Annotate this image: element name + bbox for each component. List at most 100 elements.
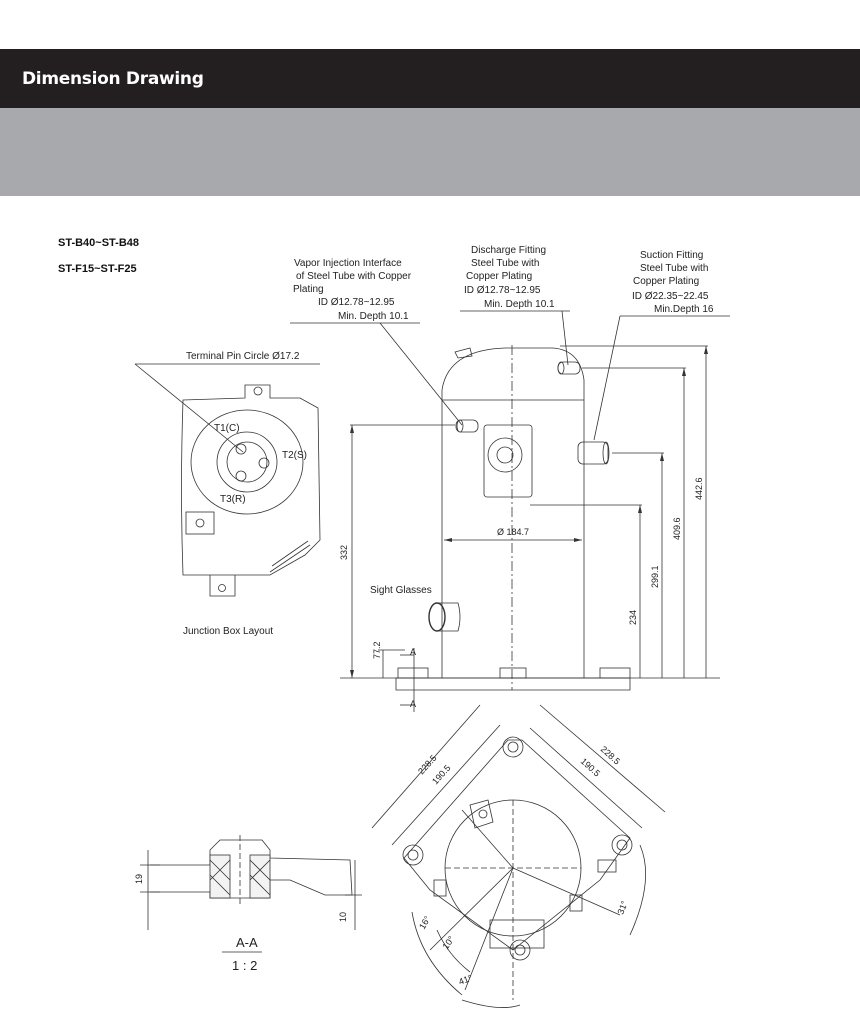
mount-hole-bottom-inner (514, 944, 526, 956)
mount-hole-right (611, 834, 633, 856)
sight-glass (428, 602, 446, 632)
angle-31: 31° (615, 899, 629, 916)
dim-190-left: 190.5 (430, 763, 453, 786)
top-view-ray-4 (512, 867, 621, 916)
discharge-callout-line-3: Copper Plating (466, 271, 532, 282)
mount-hole-top-inner (507, 741, 519, 753)
terminal-t2-label: T2(S) (282, 450, 307, 461)
compressor-top-view (402, 736, 633, 1000)
dim-190-right: 190.5 (579, 756, 602, 779)
section-scale: 1 : 2 (232, 958, 257, 973)
top-view-fitting-stub-right (569, 894, 583, 912)
front-terminal-box (483, 424, 533, 498)
section-grommet-right (249, 854, 271, 899)
section-a-a (140, 835, 362, 953)
front-view-dimension-lines (340, 345, 720, 679)
terminal-plate (216, 431, 278, 493)
suction-fitting-end (602, 441, 610, 465)
dim-442: 442.6 (694, 477, 704, 500)
page-title: Dimension Drawing (22, 69, 204, 89)
terminal-t1-pin (235, 443, 247, 455)
vapor-callout-line-1: Vapor Injection Interface (294, 258, 402, 269)
section-a-marker-top: A (410, 647, 416, 657)
base-plate (395, 677, 631, 691)
section-hatching (209, 859, 271, 896)
suction-callout-line-5: Min.Depth 16 (654, 304, 714, 315)
grey-band (0, 108, 860, 196)
dim-77: 77.2 (372, 641, 382, 659)
mounting-foot-right (599, 667, 631, 679)
terminal-t2-pin (258, 457, 270, 469)
top-view-junction-block (489, 919, 545, 949)
suction-callout-line-2: Steel Tube with (640, 263, 708, 274)
vapor-callout-line-2: of Steel Tube with Copper (296, 271, 412, 282)
suction-callout-line-3: Copper Plating (633, 276, 699, 287)
compressor-front-view (395, 345, 631, 691)
vapor-injection-end (456, 419, 464, 433)
terminal-t1-label: T1(C) (214, 423, 240, 434)
discharge-callout-line-1: Discharge Fitting (471, 245, 546, 256)
mount-hole-left (402, 844, 424, 866)
mount-hole-left-inner (407, 849, 419, 861)
section-grommet-left (209, 854, 231, 899)
model-range-1: ST-B40~ST-B48 (58, 237, 140, 249)
top-view-fitting-stub-left (433, 879, 447, 897)
compressor-shell (441, 347, 585, 678)
junction-box-label: Junction Box Layout (183, 626, 273, 637)
header-bar: Dimension Drawing (0, 49, 860, 108)
suction-fitting (577, 441, 609, 465)
dim-299: 299.1 (650, 565, 660, 588)
dim-409: 409.6 (672, 517, 682, 540)
junction-box (134, 363, 321, 597)
discharge-fitting-end (557, 361, 565, 375)
suction-callout-leader (593, 315, 621, 441)
top-view-ray-3 (464, 867, 514, 991)
mount-hole-top (502, 736, 524, 758)
junction-box-outline (181, 384, 321, 576)
vapor-callout-line-5: Min. Depth 10.1 (338, 311, 409, 322)
discharge-callout-line-4: ID Ø12.78~12.95 (464, 285, 541, 296)
mount-hole-right-inner (616, 839, 628, 851)
top-view-suction-stub (597, 859, 617, 873)
front-view-arrowheads (350, 346, 708, 678)
dim-diameter: Ø 184.7 (497, 527, 529, 537)
terminal-t3-pin (235, 470, 247, 482)
terminal-t3-label: T3(R) (220, 494, 246, 505)
discharge-callout-line-5: Min. Depth 10.1 (484, 299, 555, 310)
suction-callout-line-1: Suction Fitting (640, 250, 703, 261)
junction-box-tab-hole-top (253, 386, 263, 396)
mounting-foot-center (499, 667, 527, 679)
dim-228-right: 228.5 (599, 744, 622, 767)
dim-19: 19 (134, 874, 144, 884)
junction-box-clip (269, 544, 311, 573)
mount-hole-bottom (509, 939, 531, 961)
front-terminal-plate (487, 437, 523, 473)
terminal-pin-leader (134, 363, 244, 453)
terminal-pin-label: Terminal Pin Circle Ø17.2 (186, 351, 300, 362)
ground-screw-boss (185, 511, 215, 535)
model-range-2: ST-F15~ST-F25 (58, 263, 137, 275)
ground-screw-icon (195, 518, 205, 528)
junction-box-clip-inner (271, 540, 309, 567)
sight-glass-body (437, 602, 461, 632)
dim-234: 234 (628, 610, 638, 625)
lifting-lug (454, 347, 473, 359)
mounting-foot-left (397, 667, 429, 679)
top-view-terminal-box (469, 799, 494, 829)
junction-box-tab-hole-bottom (218, 584, 226, 592)
section-title: A-A (236, 935, 258, 950)
terminal-housing (190, 409, 304, 515)
section-a-marker-bottom: A (410, 699, 416, 709)
discharge-callout-leader (561, 310, 569, 366)
base-plate-outline (403, 739, 631, 951)
top-view-dimension-lines (371, 704, 666, 1008)
top-view-ray-1 (461, 809, 514, 869)
suction-callout-line-4: ID Ø22.35~22.45 (632, 291, 709, 302)
angle-16: 16° (417, 914, 433, 931)
angle-41: 41° (457, 973, 474, 987)
angle-10: 10° (440, 934, 456, 951)
vapor-injection-fitting (455, 419, 479, 433)
front-terminal-center (496, 446, 514, 464)
sight-glasses-label: Sight Glasses (370, 585, 432, 596)
